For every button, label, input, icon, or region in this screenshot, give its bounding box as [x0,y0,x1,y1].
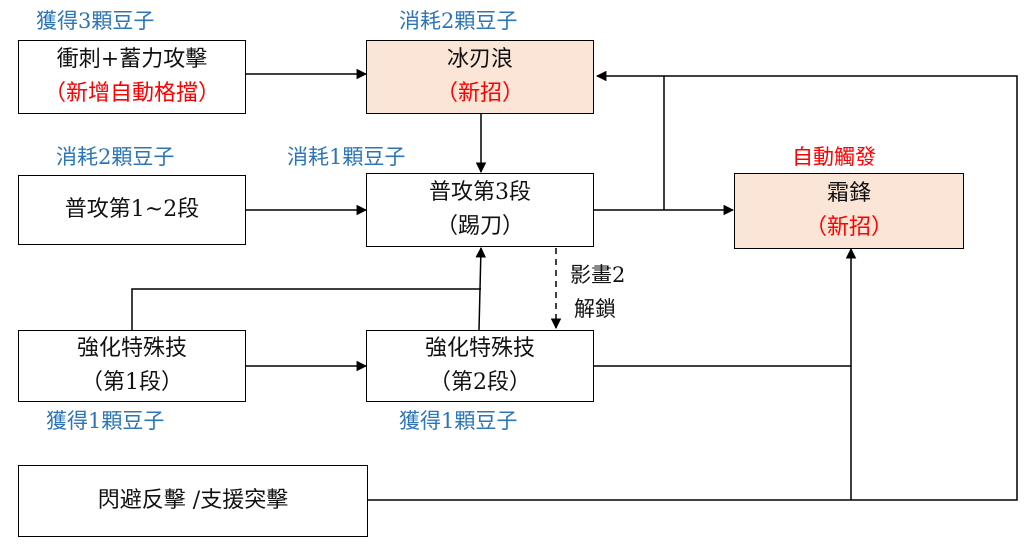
annotation-gain-3: 獲得3顆豆子 [36,9,155,33]
node-dodge-counter-label: 閃避反擊 /支援突擊 [97,488,289,513]
node-ice-wave-note: （新招） [435,81,524,106]
annotation-unlock-line2: 解鎖 [574,297,616,321]
arrow-special2-to-basic3 [475,246,487,331]
node-charge-attack-label: 衝刺+蓄力攻擊 [56,47,208,72]
node-charge-attack: 衝刺+蓄力攻擊 （新增自動格擋） [18,40,246,114]
node-frost-edge-label: 霜鋒 [826,181,871,206]
annotation-gain-1-special2: 獲得1顆豆子 [399,409,518,433]
node-charge-attack-note: （新增自動格擋） [43,81,220,106]
node-special-skill-1: 強化特殊技 （第1段） [18,330,246,402]
node-special-skill-2: 強化特殊技 （第2段） [366,330,594,402]
node-special-skill-2-note: （第2段） [429,370,531,395]
annotation-unlock-line1: 影畫2 [570,263,626,287]
node-special-skill-2-label: 強化特殊技 [424,336,535,361]
annotation-gain-1-special1: 獲得1顆豆子 [46,409,165,433]
annotation-cost-2-icewave: 消耗2顆豆子 [399,9,518,33]
annotation-cost-2-basic: 消耗2顆豆子 [56,145,175,169]
node-frost-edge: 霜鋒 （新招） [734,173,964,249]
node-frost-edge-note: （新招） [804,215,893,240]
annotation-auto-trigger: 自動觸發 [792,145,876,169]
arrow-special1-to-basic3 [131,288,481,330]
node-basic-attack-1-2: 普攻第1~2段 [18,175,246,245]
arrow-basic3-loop-to-icewave [595,70,665,210]
node-dodge-counter: 閃避反擊 /支援突擊 [18,465,368,537]
node-basic-attack-1-2-label: 普攻第1~2段 [64,197,200,222]
arrow-dodge-to-icewave [368,75,1018,501]
annotation-cost-1: 消耗1顆豆子 [287,145,406,169]
node-basic-attack-3: 普攻第3段 （踢刀） [366,173,594,247]
node-special-skill-1-note: （第1段） [81,370,183,395]
node-special-skill-1-label: 強化特殊技 [76,336,187,361]
node-ice-wave-label: 冰刃浪 [446,47,513,72]
node-basic-attack-3-note: （踢刀） [435,214,524,239]
node-basic-attack-3-label: 普攻第3段 [429,180,531,205]
node-ice-wave: 冰刃浪 （新招） [366,40,594,114]
